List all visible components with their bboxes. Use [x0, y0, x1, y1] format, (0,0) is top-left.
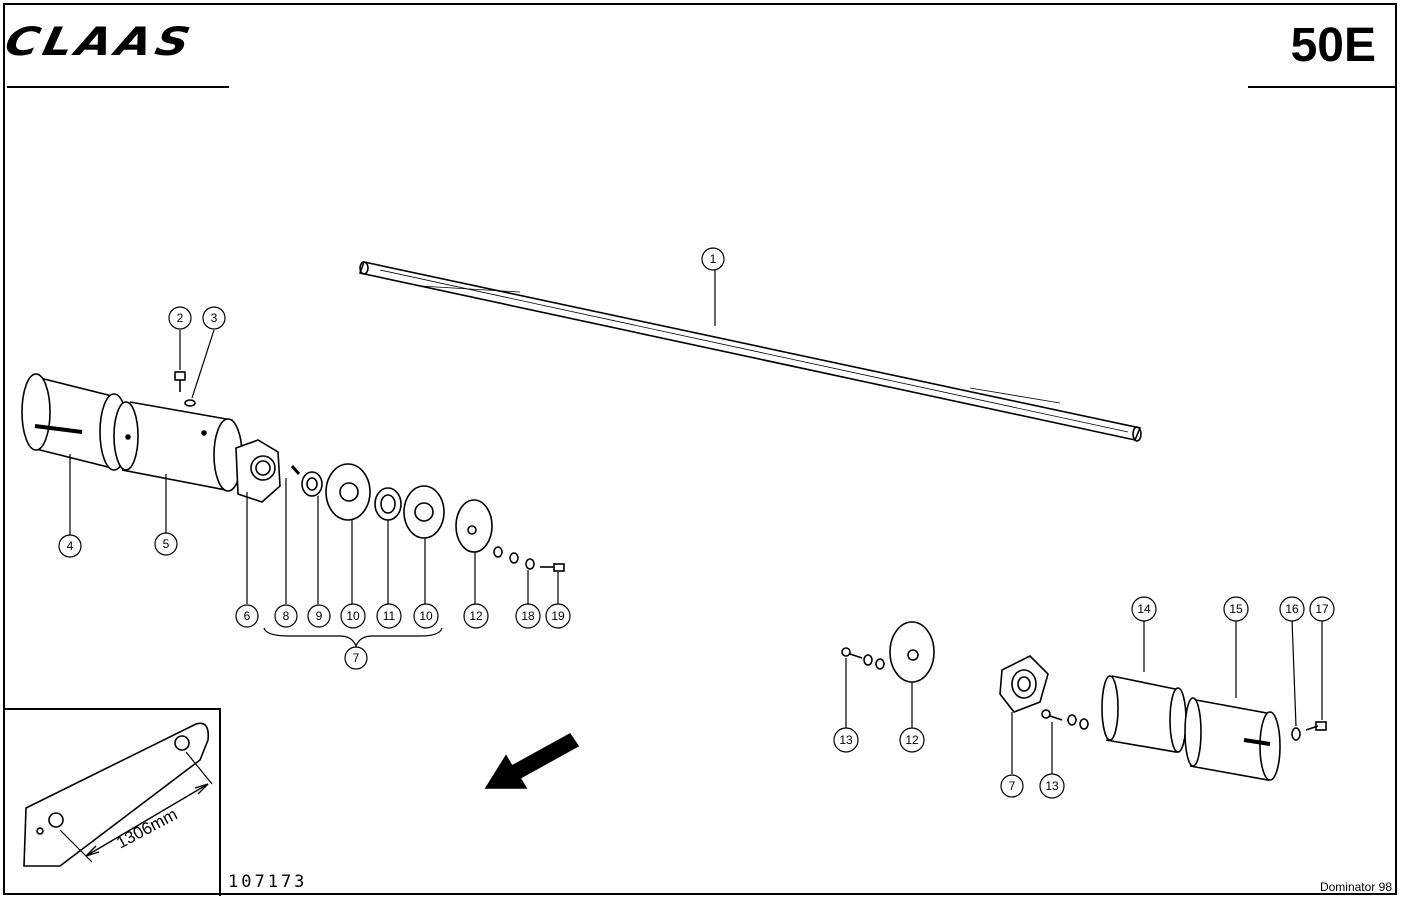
shroud-part-14[interactable]: [1101, 620, 1187, 753]
callout-12-a[interactable]: 12: [463, 603, 489, 629]
svg-text:7: 7: [1009, 779, 1016, 793]
washer-part-16[interactable]: [1291, 619, 1301, 741]
disc-part-10-a[interactable]: [325, 463, 371, 604]
bearing-part-9[interactable]: [301, 471, 323, 604]
model-label: Dominator 98: [1319, 880, 1392, 894]
svg-text:9: 9: [316, 609, 323, 623]
nut-part-18[interactable]: [493, 546, 535, 604]
callout-9[interactable]: 9: [307, 604, 331, 628]
flange-part-12-b[interactable]: [889, 621, 935, 728]
svg-text:10: 10: [346, 609, 360, 623]
disc-part-10-b[interactable]: [403, 485, 445, 604]
inset-frame: [5, 708, 221, 896]
svg-text:12: 12: [905, 733, 919, 747]
svg-text:14: 14: [1137, 602, 1151, 616]
bolt-part-19[interactable]: [540, 563, 565, 604]
washer-part-3[interactable]: [184, 329, 215, 407]
callout-15[interactable]: 15: [1223, 596, 1249, 622]
flange-part-12-a[interactable]: [455, 499, 493, 604]
bolt-part-13-b[interactable]: [1041, 709, 1089, 774]
direction-arrow: [484, 732, 580, 789]
callout-13-a[interactable]: 13: [833, 727, 859, 753]
callout-8[interactable]: 8: [274, 604, 298, 628]
drawing-frame: [3, 3, 1397, 895]
bolt-part-13-a[interactable]: [841, 647, 885, 728]
svg-text:5: 5: [163, 537, 170, 551]
shroud-part-15[interactable]: [1184, 620, 1281, 781]
callout-1[interactable]: 1: [701, 247, 725, 271]
callout-10-a[interactable]: 10: [340, 603, 366, 629]
bearing-assembly-part-7-b[interactable]: [999, 655, 1049, 774]
tube-part-4[interactable]: [21, 373, 129, 538]
callout-16[interactable]: 16: [1279, 596, 1305, 622]
svg-text:16: 16: [1285, 602, 1299, 616]
callout-4[interactable]: 4: [58, 534, 82, 558]
callout-14[interactable]: 14: [1131, 596, 1157, 622]
callout-7-a[interactable]: 7: [344, 646, 368, 670]
svg-text:7: 7: [353, 651, 360, 665]
svg-text:17: 17: [1315, 602, 1329, 616]
callout-5[interactable]: 5: [154, 532, 178, 556]
group-bracket-7: [263, 627, 443, 648]
svg-text:10: 10: [419, 609, 433, 623]
svg-text:13: 13: [1045, 779, 1059, 793]
callout-19[interactable]: 19: [545, 603, 571, 629]
tube-part-5[interactable]: [113, 401, 243, 536]
svg-text:18: 18: [521, 609, 535, 623]
drawing-number: 107173: [228, 872, 308, 892]
callout-13-b[interactable]: 13: [1039, 773, 1065, 799]
callout-7-b[interactable]: 7: [1000, 774, 1024, 798]
logo-underline: [7, 86, 229, 88]
callout-10-b[interactable]: 10: [413, 603, 439, 629]
callout-2[interactable]: 2: [168, 306, 192, 330]
callout-17[interactable]: 17: [1309, 596, 1335, 622]
callout-11[interactable]: 11: [376, 603, 402, 629]
svg-text:19: 19: [551, 609, 565, 623]
page-code-underline: [1248, 86, 1396, 88]
callout-6[interactable]: 6: [235, 604, 259, 628]
svg-text:12: 12: [469, 609, 483, 623]
svg-text:3: 3: [211, 311, 218, 325]
shaft-part-1[interactable]: [358, 261, 1142, 442]
page-code: 50E: [1290, 19, 1376, 72]
svg-text:1: 1: [710, 252, 717, 266]
pin-part-8[interactable]: [285, 465, 301, 604]
callout-12-b[interactable]: 12: [899, 727, 925, 753]
inset-detail: [23, 722, 213, 867]
housing-part-6[interactable]: [235, 439, 281, 604]
callout-3[interactable]: 3: [202, 306, 226, 330]
svg-text:8: 8: [283, 609, 290, 623]
bolt-part-17[interactable]: [1305, 620, 1327, 731]
svg-text:6: 6: [244, 609, 251, 623]
bolt-part-2[interactable]: [174, 330, 186, 392]
svg-text:13: 13: [839, 733, 853, 747]
bearing-part-11[interactable]: [374, 487, 402, 604]
svg-text:2: 2: [177, 311, 184, 325]
svg-text:11: 11: [383, 609, 396, 623]
svg-text:15: 15: [1229, 602, 1243, 616]
callout-18[interactable]: 18: [515, 603, 541, 629]
svg-text:4: 4: [67, 539, 74, 553]
